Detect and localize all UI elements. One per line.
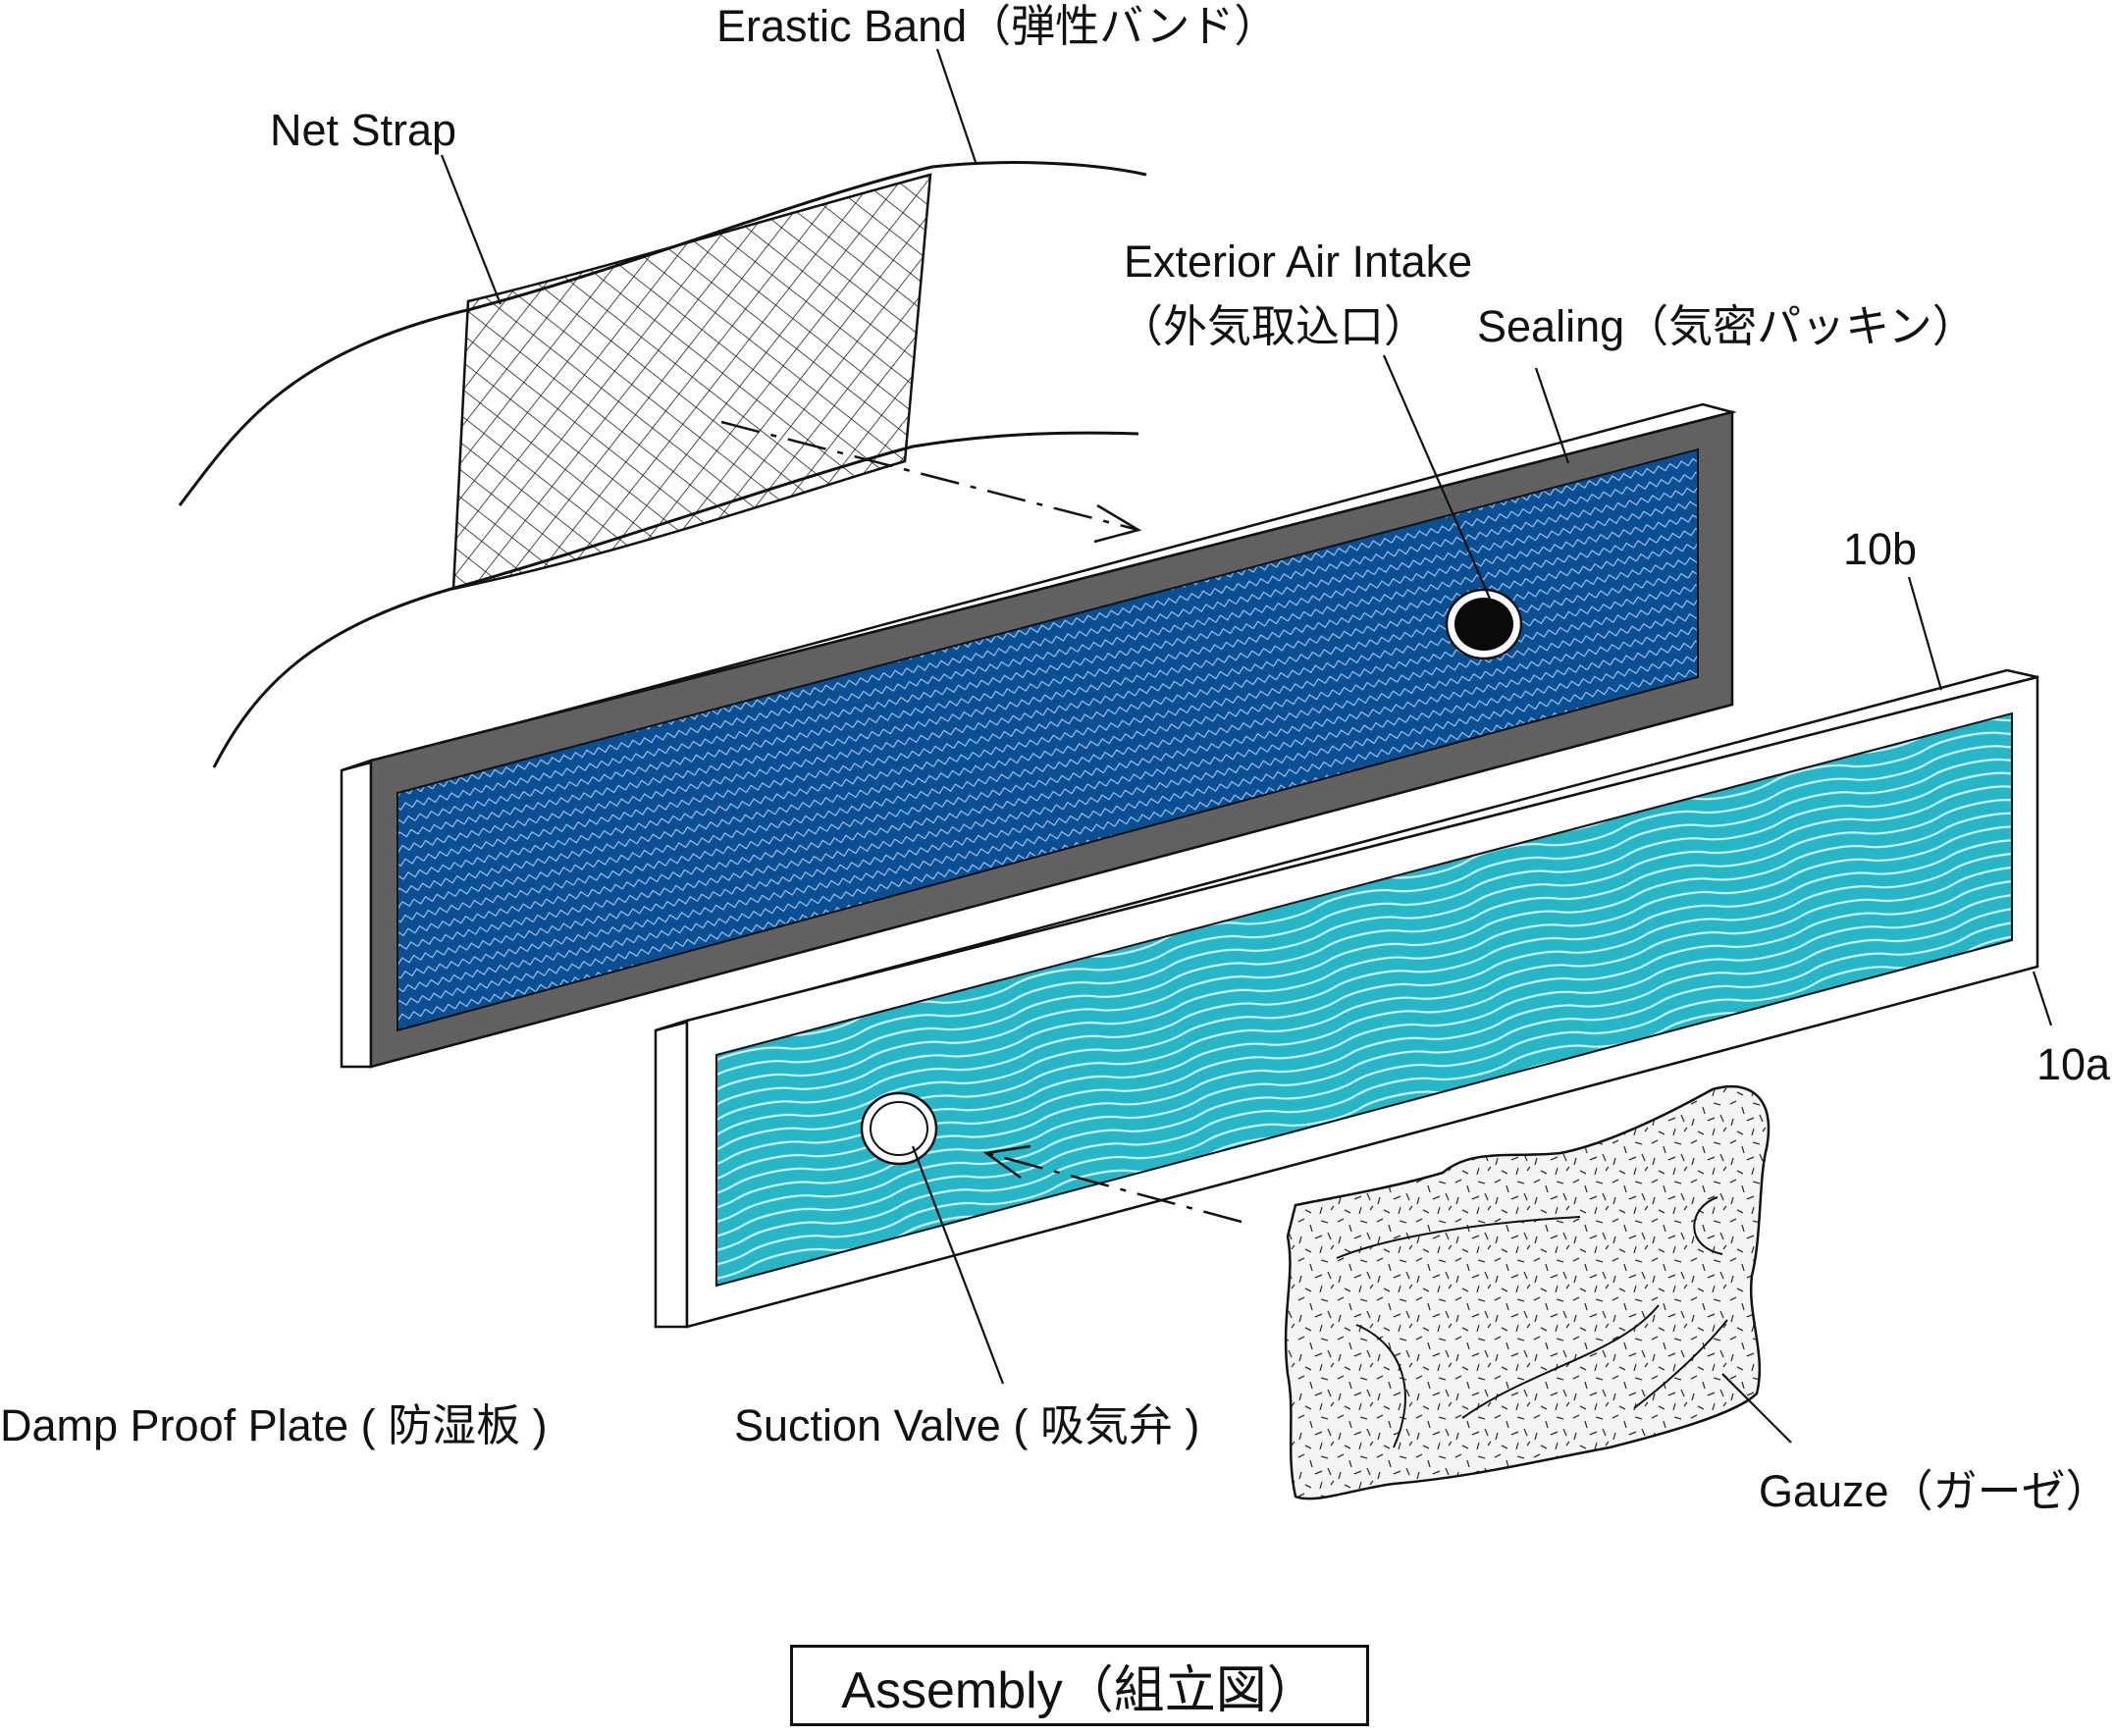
label-10a: 10a xyxy=(2036,1039,2111,1089)
leader-net-strap xyxy=(440,154,502,305)
filter-plate-inner xyxy=(715,711,2013,1288)
arrow-head-upper xyxy=(1093,503,1142,544)
leader-elastic-band xyxy=(935,48,978,166)
label-elastic-band: Erastic Band（弾性バンド） xyxy=(716,1,1278,51)
assembly-arrow-lower xyxy=(985,1151,1242,1224)
label-10b: 10b xyxy=(1843,524,1917,574)
label-exterior-air-intake-2: （外気取込口） xyxy=(1119,301,1428,351)
gauze xyxy=(1284,1084,1770,1500)
gauze-fold-5 xyxy=(1633,1319,1728,1409)
label-damp-proof-plate: Damp Proof Plate ( 防湿板 ) xyxy=(0,1400,548,1450)
leader-10b xyxy=(1907,576,1943,691)
leader-10a xyxy=(2032,971,2053,1026)
gauze-fold-4 xyxy=(1461,1304,1660,1419)
leader-exterior-air-intake xyxy=(1382,354,1492,600)
exterior-air-intake-core xyxy=(1454,598,1513,651)
label-net-strap: Net Strap xyxy=(270,105,456,155)
net-strap xyxy=(451,173,932,591)
label-sealing: Sealing（気密パッキン） xyxy=(1477,301,1977,351)
damp-proof-plate-side xyxy=(340,759,373,1069)
assembly-arrow-upper xyxy=(720,420,1139,532)
damp-proof-plate-inner xyxy=(396,447,1699,1032)
gauze-fold-3 xyxy=(1355,1324,1406,1448)
gauze-fold-1 xyxy=(1336,1216,1581,1259)
filter-plate-side xyxy=(654,1019,689,1329)
arrow-head-lower xyxy=(982,1144,1031,1180)
leader-suction-valve xyxy=(911,1145,1005,1385)
figure-caption: Assembly（組立図） xyxy=(790,1645,1369,1726)
suction-valve-inner xyxy=(870,1101,928,1156)
leader-gauze xyxy=(1721,1373,1792,1444)
gauze-fold-2 xyxy=(1693,1196,1723,1255)
label-gauze: Gauze（ガーゼ） xyxy=(1759,1466,2110,1516)
leader-sealing xyxy=(1534,367,1570,464)
label-suction-valve: Suction Valve ( 吸気弁 ) xyxy=(734,1400,1199,1450)
label-exterior-air-intake-1: Exterior Air Intake xyxy=(1124,237,1472,287)
